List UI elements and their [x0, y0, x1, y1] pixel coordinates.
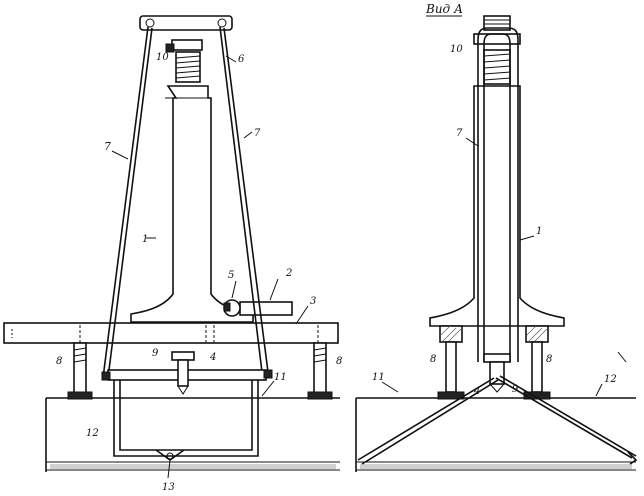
left-stirrup: [101, 351, 273, 457]
left-leader-lines: [111, 55, 309, 479]
left-label-2: 2: [285, 268, 292, 279]
left-ground-slab: [45, 397, 340, 472]
left-label-10: 10: [156, 52, 169, 63]
left-label-5: 5: [228, 270, 234, 281]
left-label-3: 3: [310, 296, 316, 307]
left-support-bolt-left: [67, 342, 93, 400]
right-top-screw: [473, 15, 521, 85]
right-label-12: 12: [604, 374, 617, 385]
left-support-bolt-right: [307, 342, 333, 400]
left-top-bracket: [139, 15, 233, 53]
left-tension-rods: [102, 26, 269, 379]
left-label-1: 1: [142, 234, 148, 245]
left-label-7a: 7: [104, 140, 111, 153]
right-label-11: 11: [372, 372, 385, 383]
right-support-bolts: [437, 341, 551, 400]
left-label-8b: 8: [336, 356, 342, 367]
right-label-8b: 8: [546, 354, 552, 365]
left-label-12: 12: [86, 428, 99, 439]
left-label-7b: 7: [254, 128, 261, 139]
left-label-6: 6: [238, 54, 245, 65]
left-label-13: 13: [162, 482, 175, 493]
right-vertical-rods: [477, 27, 519, 362]
right-jack-body: [429, 85, 565, 327]
left-jack-screw: [175, 51, 201, 83]
right-label-4: 4: [473, 386, 480, 397]
left-label-11: 11: [274, 372, 287, 383]
right-label-8a: 8: [430, 354, 436, 365]
view-title: Вид А: [425, 2, 463, 16]
left-pump-handle: [223, 299, 293, 317]
right-label-10: 10: [450, 44, 463, 55]
right-label-7: 7: [456, 128, 463, 139]
right-ground-slab: [355, 397, 636, 472]
right-label-1: 1: [536, 226, 542, 237]
right-leader-lines: [381, 137, 627, 397]
right-view: [355, 15, 638, 472]
right-diagonal-rods: [357, 375, 638, 465]
left-jack-body: [130, 85, 254, 323]
left-wing-nut: [155, 449, 185, 461]
left-label-9: 9: [152, 348, 159, 359]
right-label-9: 9: [512, 384, 519, 395]
left-view: [3, 15, 340, 479]
left-label-4: 4: [209, 352, 216, 363]
left-beam: [3, 322, 339, 344]
left-label-8a: 8: [56, 356, 62, 367]
right-flange-blocks: [439, 325, 549, 343]
